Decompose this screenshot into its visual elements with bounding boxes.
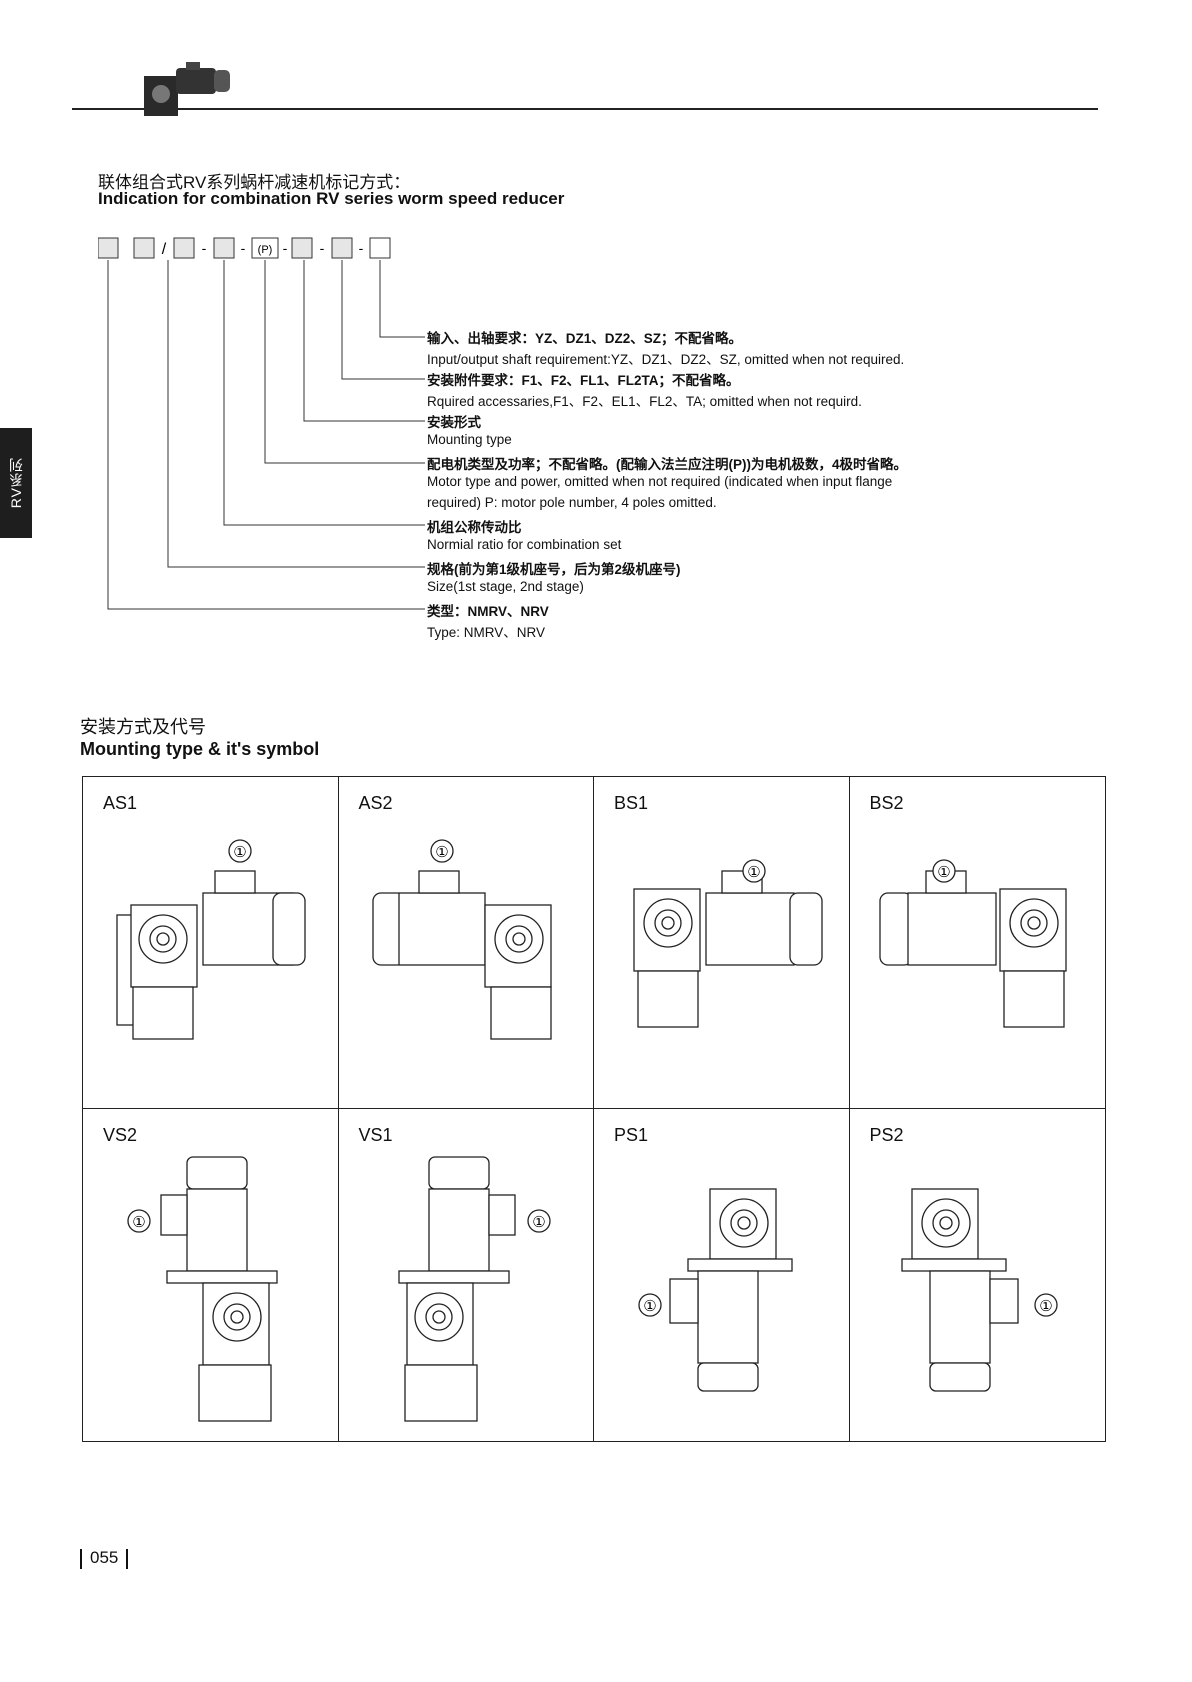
legend-ratio-zh: 机组公称传动比 xyxy=(427,520,522,535)
legend-motor-en: Motor type and power, omitted when not r… xyxy=(427,474,893,489)
legend-shaft-zh: 输入、出轴要求：YZ、DZ1、DZ2、SZ；不配省略。 xyxy=(427,331,743,346)
mounting-label: BS1 xyxy=(614,793,649,813)
code-box-size-1 xyxy=(133,237,155,259)
mounting-title-zh: 安装方式及代号 xyxy=(80,717,206,737)
code-box-accessory xyxy=(331,237,353,259)
mounting-label: PS1 xyxy=(614,1125,649,1145)
legend-ratio-en: Normial ratio for combination set xyxy=(427,537,622,552)
motor-position-marker: ① xyxy=(937,863,950,881)
mounting-label: PS2 xyxy=(869,1125,904,1145)
code-box-shaft xyxy=(369,237,391,259)
motor-position-marker: ① xyxy=(132,1213,145,1231)
legend-shaft-en: Input/output shaft requirement:YZ、DZ1、DZ… xyxy=(427,352,905,367)
gearmotor-bs2-icon: ① xyxy=(878,859,1067,1028)
gear-motor-logo-icon xyxy=(140,58,240,122)
page-number: 055 xyxy=(80,1548,136,1569)
mounting-label: BS2 xyxy=(869,793,904,813)
legend-accessory-zh: 安装附件要求：F1、F2、FL1、FL2TA；不配省略。 xyxy=(427,373,740,388)
side-tab: RV系列 xyxy=(0,428,32,538)
legend-mounting-zh: 安装形式 xyxy=(427,415,481,430)
motor-position-marker: ① xyxy=(1039,1297,1052,1315)
motor-position-marker: ① xyxy=(532,1213,545,1231)
legend-motor-zh: 配电机类型及功率；不配省略。(配输入法兰应注明(P))为电机极数，4极时省略。 xyxy=(427,457,907,472)
mounting-cell-as1: AS1 ① xyxy=(83,777,339,1109)
title-english: Indication for combination RV series wor… xyxy=(98,189,565,208)
code-box-motor xyxy=(251,237,279,259)
mounting-title-en: Mounting type & it's symbol xyxy=(80,739,320,759)
code-p-label: (P) xyxy=(258,244,273,256)
gearmotor-vs2-icon: ① xyxy=(127,1156,278,1422)
code-separator: / xyxy=(162,241,167,258)
mounting-cell-vs2: VS2 ① xyxy=(83,1109,339,1441)
mounting-cell-vs1: VS1 ① xyxy=(339,1109,594,1441)
mounting-label: VS1 xyxy=(358,1125,393,1145)
gearmotor-ps2-icon: ① xyxy=(900,1188,1058,1392)
code-box-ratio xyxy=(213,237,235,259)
code-separator: - xyxy=(241,240,246,256)
title-chinese: 联体组合式RV系列蜗杆减速机标记方式： xyxy=(98,173,411,192)
gearmotor-ps1-icon: ① xyxy=(638,1188,793,1392)
mounting-cell-as2: AS2 ① xyxy=(338,777,594,1109)
legend-mounting-en: Mounting type xyxy=(427,432,512,447)
gearmotor-as1-icon: ① xyxy=(116,839,306,1040)
legend-size-zh: 规格(前为第1级机座号，后为第2级机座号) xyxy=(427,562,681,577)
code-box-type xyxy=(98,237,119,259)
code-box-mounting xyxy=(291,237,313,259)
motor-position-marker: ① xyxy=(643,1297,656,1315)
legend-type-zh: 类型：NMRV、NRV xyxy=(427,604,549,619)
legend-accessory-en: Rquired accessaries,F1、F2、EL1、FL2、TA; om… xyxy=(427,394,862,409)
mounting-cell-ps2: PS2 ① xyxy=(850,1109,1106,1441)
code-separator: - xyxy=(320,240,325,256)
code-box-size-2 xyxy=(173,237,195,259)
code-separator: - xyxy=(202,240,207,256)
gearmotor-as2-icon: ① xyxy=(371,839,552,1040)
mounting-label: AS2 xyxy=(358,793,393,813)
legend-motor-en-2: required) P: motor pole number, 4 poles … xyxy=(427,495,717,510)
mounting-cell-ps1: PS1 ① xyxy=(594,1109,850,1441)
motor-position-marker: ① xyxy=(747,863,760,881)
legend-size-en: Size(1st stage, 2nd stage) xyxy=(427,579,584,594)
motor-position-marker: ① xyxy=(233,843,246,861)
mounting-cell-bs2: BS2 ① xyxy=(849,777,1105,1109)
motor-position-marker: ① xyxy=(435,843,448,861)
legend-type-en: Type: NMRV、NRV xyxy=(427,625,546,640)
gearmotor-vs1-icon: ① xyxy=(397,1156,551,1422)
mounting-cell-bs1: BS1 ① xyxy=(594,777,850,1109)
header-rule xyxy=(72,108,1098,110)
code-separator: - xyxy=(359,240,364,256)
mounting-label: AS1 xyxy=(103,793,138,813)
mounting-grid: AS1 ① AS2 xyxy=(82,776,1106,1442)
designation-code-row: (P) / - - - - - xyxy=(98,236,418,260)
gearmotor-bs1-icon: ① xyxy=(633,859,823,1028)
code-separator: - xyxy=(283,240,288,256)
mounting-label: VS2 xyxy=(103,1125,138,1145)
